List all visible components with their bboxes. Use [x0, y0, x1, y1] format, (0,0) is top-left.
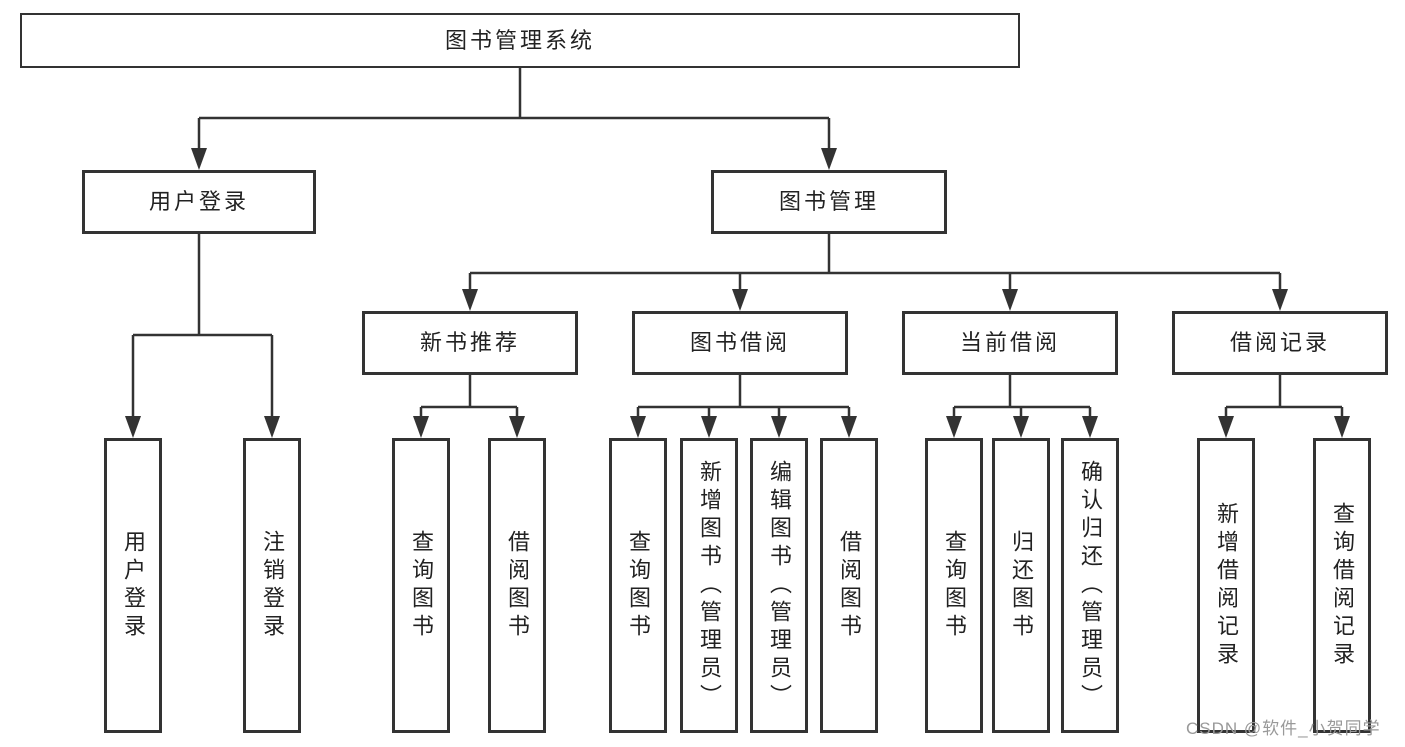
- arrowhead-icon: [1013, 416, 1029, 438]
- arrowhead-icon: [1218, 416, 1234, 438]
- leaf-query-books-borrow: 查询图书: [609, 438, 667, 733]
- node-book-management: 图书管理: [711, 170, 947, 234]
- arrowheads: [125, 148, 1350, 438]
- connector-borrowrecord-to-leaves: [1224, 375, 1344, 418]
- leaf-query-borrow-record: 查询借阅记录: [1313, 438, 1371, 733]
- leaf-confirm-return-admin: 确认归还（管理员）: [1061, 438, 1119, 733]
- arrowhead-icon: [1082, 416, 1098, 438]
- arrowhead-icon: [264, 416, 280, 438]
- leaf-query-books-current: 查询图书: [925, 438, 983, 733]
- leaf-user-login: 用户登录: [104, 438, 162, 733]
- arrowhead-icon: [509, 416, 525, 438]
- watermark: CSDN @软件_小贺同学: [1186, 719, 1381, 738]
- arrowhead-icon: [125, 416, 141, 438]
- leaf-return-book: 归还图书: [992, 438, 1050, 733]
- leaf-borrow-books: 借阅图书: [820, 438, 878, 733]
- arrowhead-icon: [1334, 416, 1350, 438]
- arrowhead-icon: [841, 416, 857, 438]
- arrowhead-icon: [1272, 289, 1288, 311]
- leaf-borrow-books-recommend: 借阅图书: [488, 438, 546, 733]
- node-book-borrow: 图书借阅: [632, 311, 848, 375]
- leaf-add-borrow-record: 新增借阅记录: [1197, 438, 1255, 733]
- connector-bookmgmt-to-level3: [468, 233, 1282, 291]
- node-current-borrow: 当前借阅: [902, 311, 1118, 375]
- connector-currentborrow-to-leaves: [952, 375, 1092, 418]
- node-user-login: 用户登录: [82, 170, 316, 234]
- arrowhead-icon: [191, 148, 207, 170]
- arrowhead-icon: [821, 148, 837, 170]
- node-new-book-recommend: 新书推荐: [362, 311, 578, 375]
- connector-root-to-level2: [197, 68, 831, 150]
- arrowhead-icon: [630, 416, 646, 438]
- node-library-system: 图书管理系统: [20, 13, 1020, 68]
- arrowhead-icon: [1002, 289, 1018, 311]
- arrowhead-icon: [701, 416, 717, 438]
- leaf-add-book-admin: 新增图书（管理员）: [680, 438, 738, 733]
- arrowhead-icon: [462, 289, 478, 311]
- arrowhead-icon: [946, 416, 962, 438]
- arrowhead-icon: [413, 416, 429, 438]
- connector-newbook-to-leaves: [419, 375, 519, 418]
- connector-bookborrow-to-leaves: [636, 375, 851, 418]
- leaf-edit-book-admin: 编辑图书（管理员）: [750, 438, 808, 733]
- leaf-logout: 注销登录: [243, 438, 301, 733]
- arrowhead-icon: [732, 289, 748, 311]
- connector-login-to-leaves: [131, 234, 274, 418]
- arrowhead-icon: [771, 416, 787, 438]
- node-borrow-record: 借阅记录: [1172, 311, 1388, 375]
- leaf-query-books-recommend: 查询图书: [392, 438, 450, 733]
